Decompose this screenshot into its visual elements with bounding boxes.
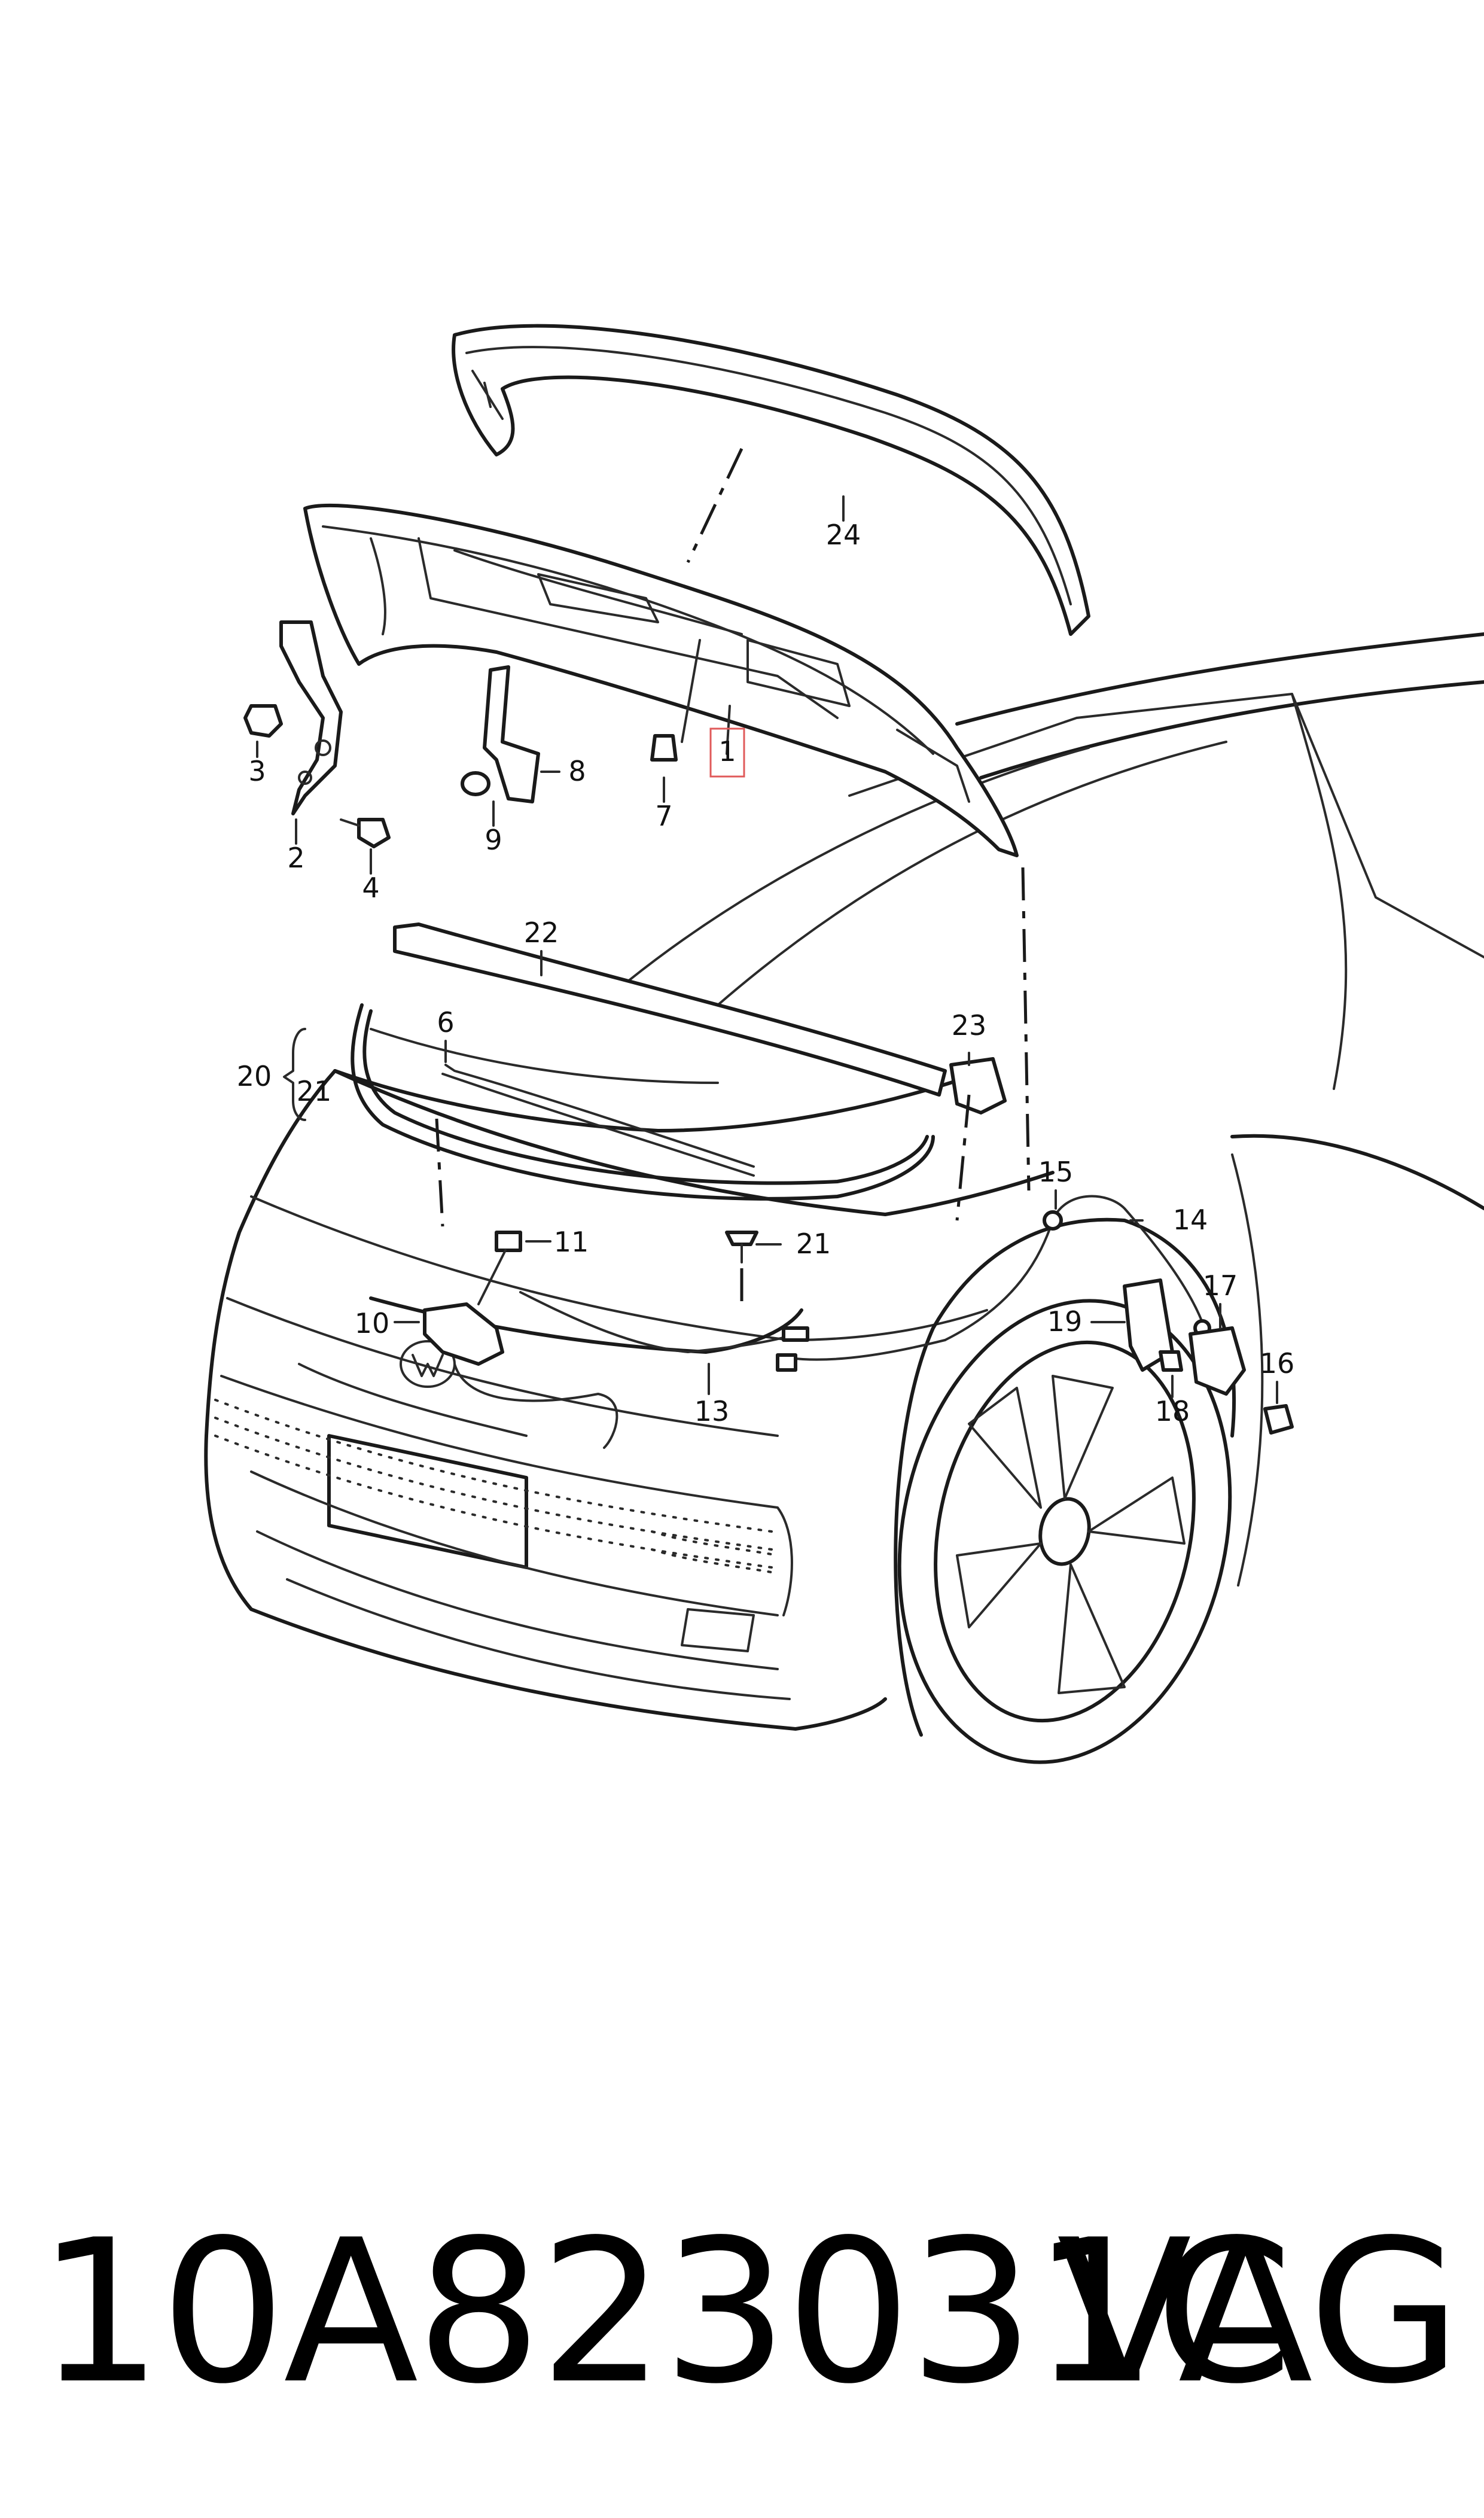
callout-17[interactable]: 17: [1203, 1269, 1238, 1302]
callout-9[interactable]: 9: [484, 824, 502, 856]
parts-diagram: 1 2 3 4 6 7 8 9 10 11 13 14 15 16 17 18 …: [204, 324, 1484, 1764]
callout-4[interactable]: 4: [362, 872, 379, 904]
callout-20[interactable]: 20: [237, 1060, 272, 1092]
part-2-hinge: [279, 620, 343, 815]
part-24-hood-trim: [452, 324, 1090, 636]
part-22-seal: [393, 922, 947, 1097]
assembly-lines: [435, 447, 1031, 1304]
part-21-clip: [725, 1231, 758, 1263]
callout-18[interactable]: 18: [1155, 1395, 1190, 1427]
callout-labels: 1 2 3 4 6 7 8 9 10 11 13 14 15 16 17 18 …: [237, 519, 1295, 1427]
leader-lines: [256, 495, 1278, 1404]
part-11-bolt: [477, 1231, 522, 1305]
part-6-seal: [441, 1064, 755, 1177]
callout-21-seal[interactable]: 21: [297, 1075, 332, 1107]
callout-8[interactable]: 8: [568, 755, 586, 787]
callout-19[interactable]: 19: [1047, 1305, 1083, 1338]
part-17-bracket: [1189, 1326, 1246, 1396]
callout-1-highlight-box: [709, 727, 745, 778]
part-16-clip: [1263, 1404, 1294, 1435]
callout-11[interactable]: 11: [554, 1226, 589, 1258]
part-10-lock: [423, 1302, 618, 1449]
callout-13[interactable]: 13: [694, 1395, 730, 1427]
part-18-screw: [1159, 1350, 1183, 1372]
callout-3[interactable]: 3: [248, 755, 266, 787]
part-23-holder: [949, 1057, 1007, 1115]
part-13-cable: [519, 1291, 946, 1372]
callout-1[interactable]: 1: [718, 735, 736, 768]
callout-7[interactable]: 7: [655, 800, 672, 832]
callout-15[interactable]: 15: [1038, 1156, 1074, 1188]
callout-10[interactable]: 10: [355, 1307, 390, 1339]
callout-6[interactable]: 6: [437, 1006, 454, 1039]
brand-name: VAG: [1056, 2197, 1461, 2427]
part-8-bracket: [483, 665, 540, 803]
part-4-bolt: [340, 818, 391, 848]
callout-2[interactable]: 2: [287, 842, 304, 874]
callout-14[interactable]: 14: [1173, 1204, 1208, 1236]
part-9-buffer: [461, 771, 490, 796]
callout-23[interactable]: 23: [952, 1009, 987, 1042]
callout-21-clip[interactable]: 21: [796, 1228, 831, 1260]
part-3-nut: [243, 704, 283, 738]
callout-24[interactable]: 24: [826, 519, 861, 551]
front-wheel: [894, 1217, 1236, 1764]
grille-dots: [214, 1399, 779, 1575]
part-number: 10A823031C: [37, 2197, 1293, 2427]
part-1-hood: [303, 503, 1019, 857]
part-19-lever: [1123, 1278, 1174, 1372]
part-7-buffer: [650, 734, 678, 762]
callout-16[interactable]: 16: [1260, 1347, 1295, 1380]
callout-22[interactable]: 22: [524, 917, 559, 949]
part-20-seal-strip: [351, 1003, 935, 1201]
